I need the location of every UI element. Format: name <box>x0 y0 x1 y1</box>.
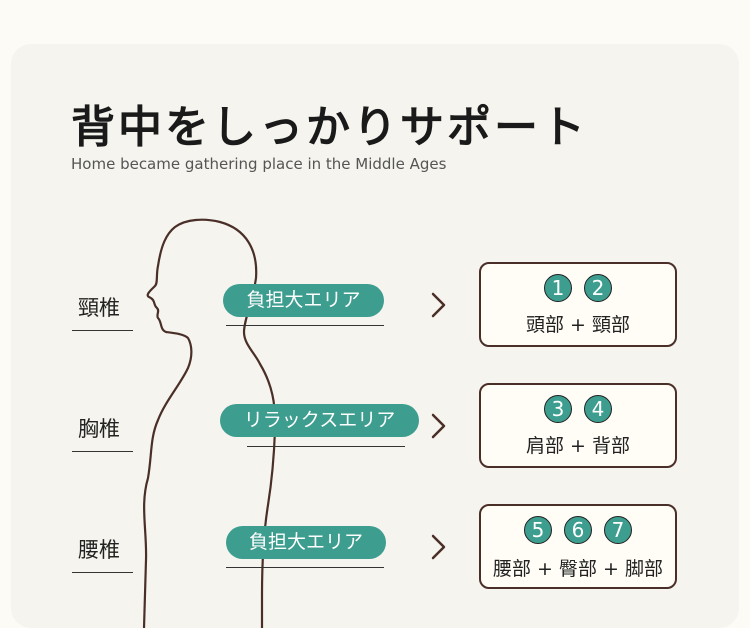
number-badge: 3 <box>544 395 572 423</box>
pill-underline <box>226 567 384 568</box>
body-parts-label: 頭部 + 頸部 <box>526 314 630 336</box>
area-pill-load: 負担大エリア <box>223 284 384 317</box>
spine-label-cervical: 頸椎 <box>72 292 133 331</box>
number-badge: 2 <box>584 274 612 302</box>
chevron-right-icon <box>431 534 446 560</box>
body-parts-label: 肩部 + 背部 <box>526 435 630 457</box>
body-parts-label: 腰部 + 臀部 + 脚部 <box>493 558 663 580</box>
number-badge: 6 <box>564 516 592 544</box>
chevron-right-icon <box>431 292 446 318</box>
spine-label-lumbar: 腰椎 <box>72 534 133 573</box>
number-badge: 4 <box>584 395 612 423</box>
number-badge: 1 <box>544 274 572 302</box>
area-pill-load: 負担大エリア <box>226 526 386 559</box>
spine-label-thoracic: 胸椎 <box>72 413 133 452</box>
number-badge: 5 <box>524 516 552 544</box>
area-pill-relax: リラックスエリア <box>220 404 419 437</box>
pill-underline <box>247 446 405 447</box>
page-subtitle: Home became gathering place in the Middl… <box>71 155 447 173</box>
chevron-right-icon <box>431 413 446 439</box>
number-badge: 7 <box>604 516 632 544</box>
pill-underline <box>226 325 384 326</box>
page-title: 背中をしっかりサポート <box>71 102 588 153</box>
